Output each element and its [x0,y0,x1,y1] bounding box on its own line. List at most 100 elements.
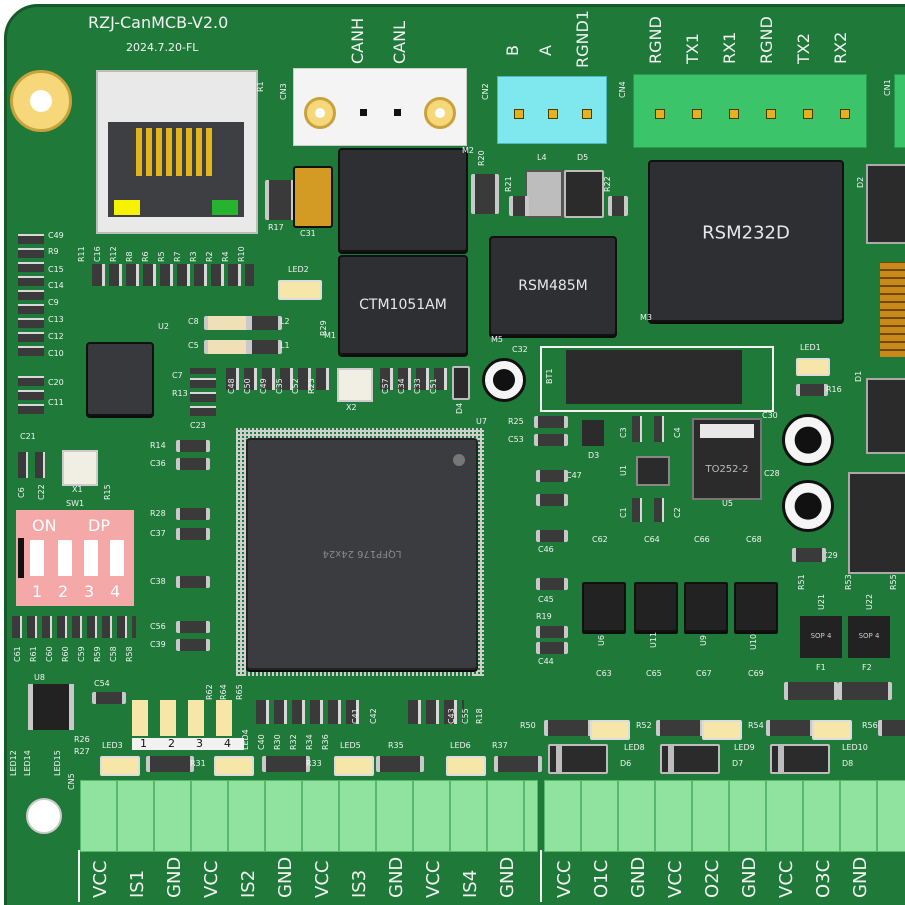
diode-d8 [770,744,830,774]
label-tx1: TX1 [683,33,702,64]
dip-switch-sw1[interactable]: ON DP 1 2 3 4 [16,510,134,606]
chip-u2 [86,342,154,416]
ref-m3: M3 [640,313,652,322]
ref-c52: C52 [291,378,300,394]
ref-c9: C9 [48,298,59,307]
ref-d1: D1 [854,370,863,382]
ref-c51: C51 [429,378,438,394]
label-rgnd1: RGND1 [573,10,592,68]
label-rx2: RX2 [831,31,850,64]
ref-c12: C12 [48,332,64,341]
resistor-row-r30-r36 [256,700,364,724]
ref-d3: D3 [588,451,600,460]
cap-c29 [792,548,826,562]
ref-r58: R58 [125,646,134,662]
ref-c50: C50 [243,378,252,394]
ref-r60: R60 [61,646,70,662]
ref-r23: R23 [307,378,316,394]
chip-sop4-b: SOP 4 [848,616,890,658]
label-gnd-2: GND [275,856,296,898]
ref-l4: L4 [537,153,547,162]
ref-c53: C53 [508,435,524,444]
ref-c33: C33 [413,378,422,394]
ref-c28: C28 [764,469,780,478]
cap-pair-c3-c4 [632,416,676,442]
ref-c68: C68 [746,535,762,544]
ref-u22: U22 [865,593,874,610]
ref-c43: C43 [447,708,456,724]
resistor-r28 [176,508,210,520]
ref-c22: C22 [37,484,46,500]
label-vcc-2: VCC [201,860,222,898]
label-rgnd-b: RGND [757,16,776,64]
cap-row-c48 [226,368,334,390]
label-gnd-3: GND [386,856,407,898]
led-indicator-row [132,700,244,736]
dip-toggle-1 [30,540,44,576]
ref-led6: LED6 [450,741,471,750]
diode-d7 [660,744,720,774]
resistor-r35 [376,756,424,772]
ref-c20: C20 [48,378,64,387]
ref-c63: C63 [596,669,612,678]
ref-c60: C60 [45,646,54,662]
ref-c4: C4 [673,427,682,438]
chip-u1 [636,456,670,486]
ref-led4: LED4 [241,729,250,750]
terminal-block-inputs [80,780,538,852]
ref-u8: U8 [34,673,45,682]
ref-c32: C32 [512,345,528,354]
ref-led10: LED10 [842,743,868,752]
cap-c45 [536,578,568,590]
cap-c36 [176,458,210,470]
ref-r36: R36 [321,734,330,750]
ref-c67: C67 [696,669,712,678]
cap-c46 [536,530,568,542]
label-vcc-3: VCC [312,860,333,898]
bottom-divider-b [540,850,542,902]
resistor-r50 [544,720,592,736]
led6 [446,756,486,776]
ref-r52: R52 [636,721,652,730]
ref-cn5: CN5 [67,773,76,790]
label-vcc-1: VCC [90,860,111,898]
ref-c48: C48 [227,378,236,394]
cap-c47 [536,470,568,482]
label-is1: IS1 [127,869,148,898]
ref-c69: C69 [748,669,764,678]
ref-l1: L1 [280,341,290,350]
mounting-hole-top [10,70,72,132]
ref-u1: U1 [619,465,628,476]
ref-d7: D7 [732,759,744,768]
ref-d2: D2 [856,176,865,188]
ref-cn4: CN4 [618,81,627,98]
module-m2 [338,148,468,252]
ref-c46: C46 [538,545,554,554]
label-gnd-6: GND [739,856,760,898]
ref-c7: C7 [172,371,183,380]
cap-c54 [92,692,126,704]
diode-d3 [582,420,604,446]
ref-c13: C13 [48,315,64,324]
ref-r2: R2 [205,251,214,262]
ref-d5: D5 [577,153,589,162]
ref-c3: C3 [619,427,628,438]
rj45-connector [96,70,258,234]
ref-c40: C40 [257,734,266,750]
ref-cn2: CN2 [481,83,490,100]
ref-r61: R61 [29,646,38,662]
ref-u11: U11 [649,631,658,648]
ref-r55: R55 [889,574,898,590]
resistor-bank [92,264,254,286]
ref-r11: R11 [77,246,86,262]
cap-row-c57 [380,368,448,390]
ref-c58: C58 [109,646,118,662]
fuse-f1 [784,682,838,700]
chip-rsm485m: RSM485M [489,236,617,336]
fuse-f2 [838,682,892,700]
crystal-x1 [62,450,98,486]
ref-r62: R62 [205,684,214,700]
label-gnd-1: GND [164,856,185,898]
cap-c44 [536,642,568,654]
mounting-hole-bottom [26,798,62,834]
